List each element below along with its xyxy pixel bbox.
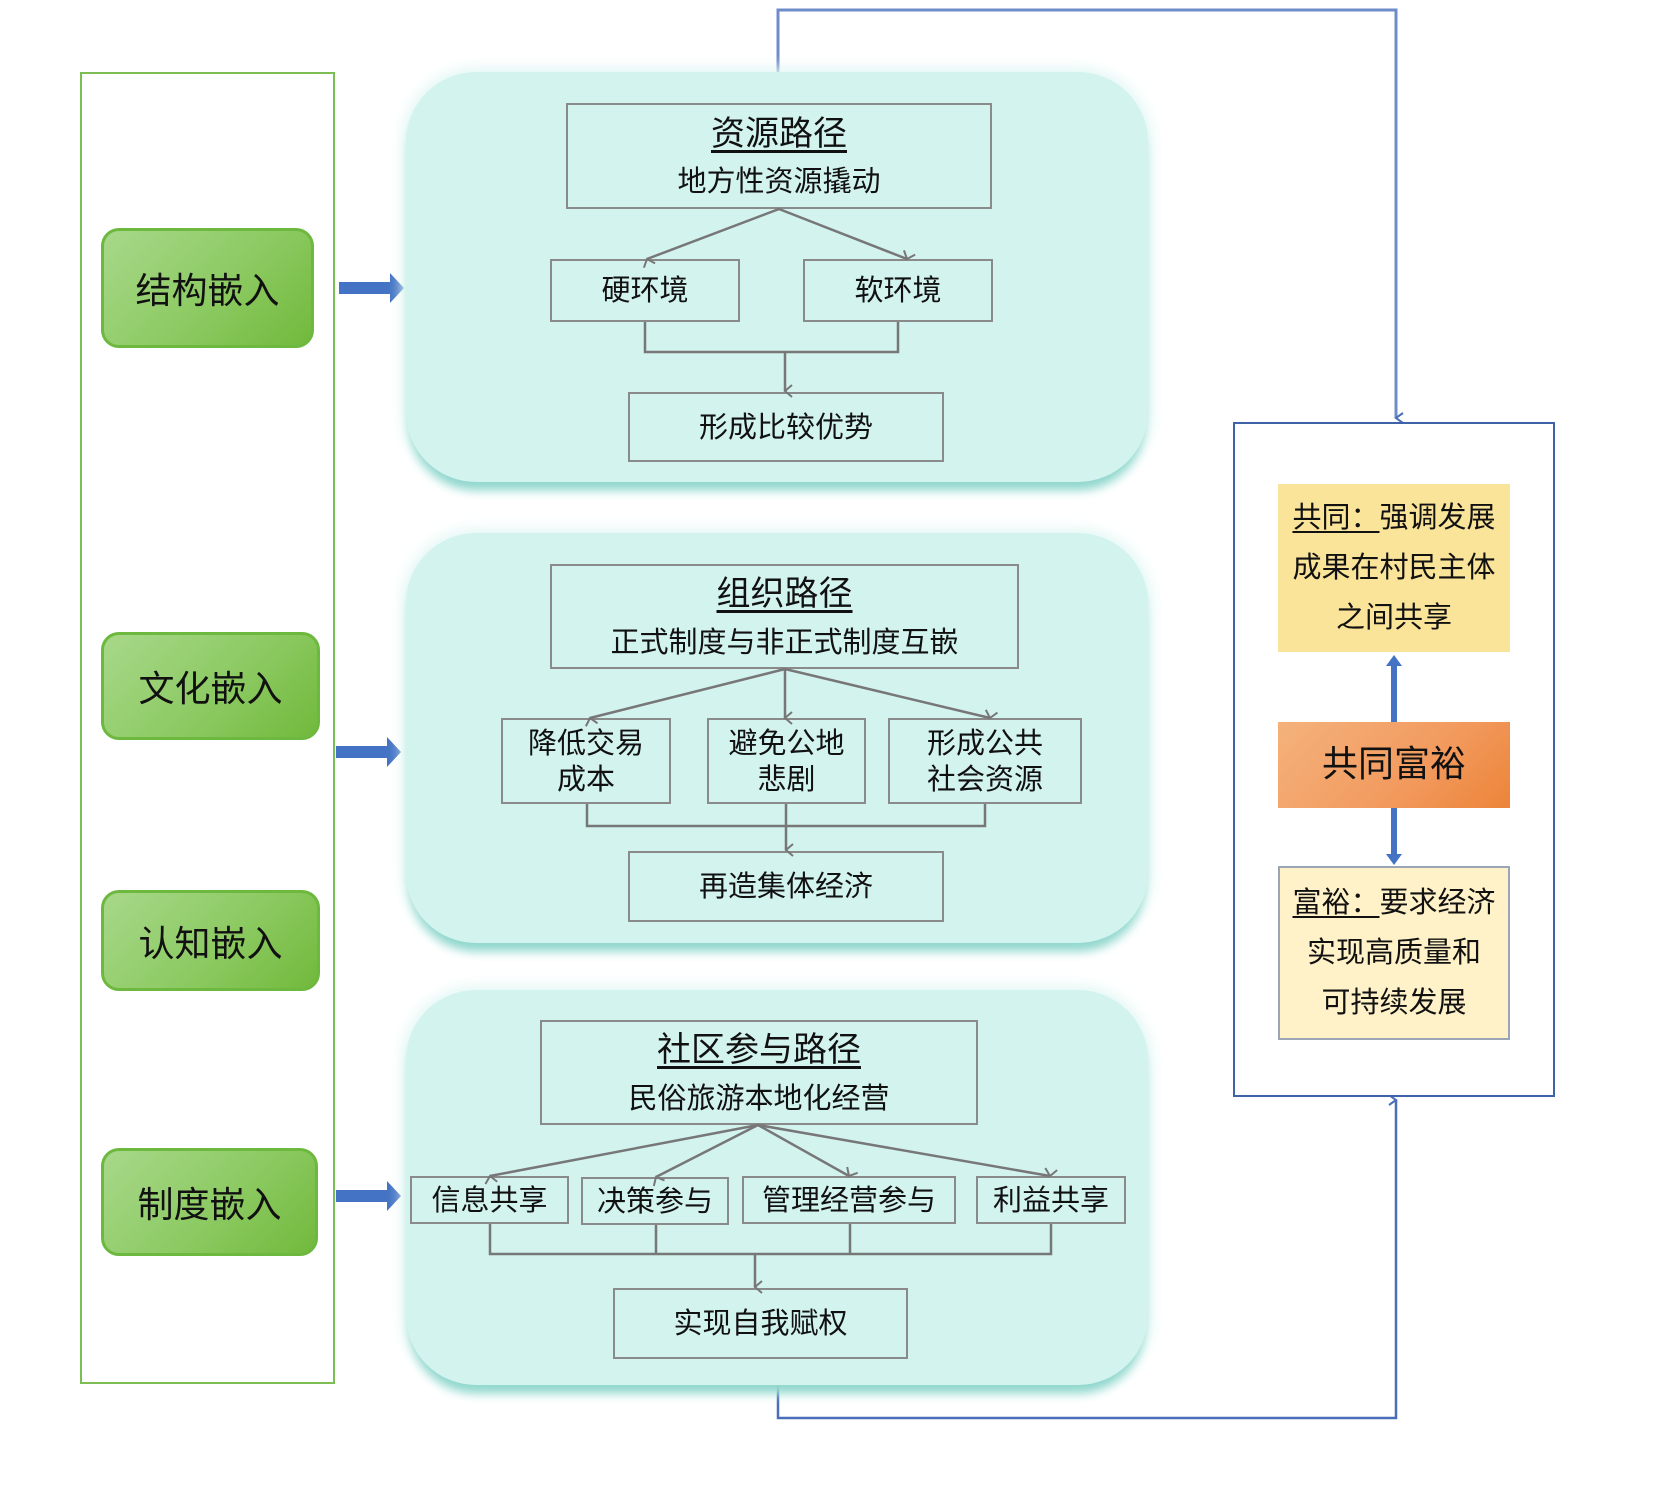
community-child-management-label: 管理经营参与 — [761, 1182, 936, 1217]
gong-line1-text: 强调发展 — [1379, 500, 1496, 535]
resource-child-soft-label: 软环境 — [854, 273, 942, 308]
arrow-to-community-icon — [336, 1181, 401, 1211]
arrow-to-resource-icon — [339, 273, 404, 303]
organization-child-public-line2: 社会资源 — [926, 762, 1043, 796]
fu-line2: 实现高质量和 — [1306, 935, 1481, 970]
organization-outcome-label: 再造集体经济 — [698, 869, 873, 904]
resource-child-hard[interactable]: 硬环境 — [550, 259, 740, 322]
gong-line2: 成果在村民主体 — [1292, 550, 1496, 585]
arrow-up-to-gong-icon — [1386, 655, 1402, 723]
fu-line1: 富裕：要求经济 — [1292, 878, 1495, 928]
community-path-header[interactable]: 社区参与路径 民俗旅游本地化经营 — [540, 1020, 978, 1125]
embed-cognitive-label: 认知嵌入 — [138, 923, 283, 965]
organization-child-cost[interactable]: 降低交易 成本 — [501, 718, 671, 804]
community-path-title: 社区参与路径 — [657, 1030, 861, 1071]
fu-line3: 可持续发展 — [1321, 984, 1467, 1019]
community-child-decision-label: 决策参与 — [596, 1183, 713, 1218]
arrow-to-organization-icon — [336, 737, 401, 767]
resource-child-soft[interactable]: 软环境 — [803, 259, 993, 322]
organization-child-cost-line1: 降低交易 — [527, 725, 644, 760]
embed-institutional-label: 制度嵌入 — [137, 1185, 282, 1226]
resource-path-header[interactable]: 资源路径 地方性资源撬动 — [566, 103, 992, 209]
organization-child-commons-line2: 悲剧 — [757, 762, 816, 796]
community-child-info[interactable]: 信息共享 — [410, 1176, 569, 1224]
gong-line3: 之间共享 — [1335, 599, 1452, 634]
gong-definition-card[interactable]: 共同：强调发展 成果在村民主体 之间共享 — [1278, 484, 1510, 652]
community-path-subtitle: 民俗旅游本地化经营 — [628, 1080, 890, 1115]
organization-child-cost-line2: 成本 — [556, 762, 615, 796]
organization-child-commons[interactable]: 避免公地 悲剧 — [707, 718, 866, 804]
resource-path-title: 资源路径 — [711, 113, 847, 154]
common-prosperity-label: 共同富裕 — [1321, 744, 1466, 786]
community-child-benefit-label: 利益共享 — [992, 1182, 1109, 1217]
organization-path-subtitle: 正式制度与非正式制度互嵌 — [610, 624, 959, 659]
fu-prefix: 富裕： — [1292, 885, 1380, 920]
community-outcome-label: 实现自我赋权 — [673, 1306, 848, 1341]
resource-outcome[interactable]: 形成比较优势 — [628, 392, 944, 462]
community-child-info-label: 信息共享 — [431, 1182, 548, 1217]
resource-child-hard-label: 硬环境 — [601, 273, 689, 308]
gong-line1: 共同：强调发展 — [1292, 493, 1495, 543]
embed-institutional[interactable]: 制度嵌入 — [101, 1148, 318, 1256]
arrow-down-to-fu-icon — [1386, 808, 1402, 865]
resource-outcome-label: 形成比较优势 — [698, 409, 873, 444]
resource-path-subtitle: 地方性资源撬动 — [677, 164, 881, 199]
organization-path-title: 组织路径 — [716, 574, 853, 615]
embed-structural[interactable]: 结构嵌入 — [101, 228, 314, 348]
embed-cultural[interactable]: 文化嵌入 — [101, 632, 320, 740]
community-child-decision[interactable]: 决策参与 — [581, 1177, 729, 1225]
gong-prefix: 共同： — [1292, 500, 1380, 535]
fu-line1-text: 要求经济 — [1379, 885, 1496, 920]
embed-structural-label: 结构嵌入 — [135, 271, 280, 312]
organization-child-public-line1: 形成公共 — [926, 725, 1043, 760]
organization-child-commons-line1: 避免公地 — [728, 725, 845, 760]
embed-cognitive[interactable]: 认知嵌入 — [101, 890, 320, 991]
common-prosperity-card[interactable]: 共同富裕 — [1278, 722, 1510, 808]
fu-definition-card[interactable]: 富裕：要求经济 实现高质量和 可持续发展 — [1278, 866, 1510, 1040]
organization-outcome[interactable]: 再造集体经济 — [628, 851, 944, 922]
organization-path-header[interactable]: 组织路径 正式制度与非正式制度互嵌 — [550, 564, 1019, 669]
organization-child-public[interactable]: 形成公共 社会资源 — [888, 718, 1082, 804]
community-outcome[interactable]: 实现自我赋权 — [613, 1288, 908, 1359]
community-child-benefit[interactable]: 利益共享 — [976, 1176, 1126, 1224]
embed-cultural-label: 文化嵌入 — [138, 669, 283, 710]
community-child-management[interactable]: 管理经营参与 — [742, 1176, 956, 1224]
